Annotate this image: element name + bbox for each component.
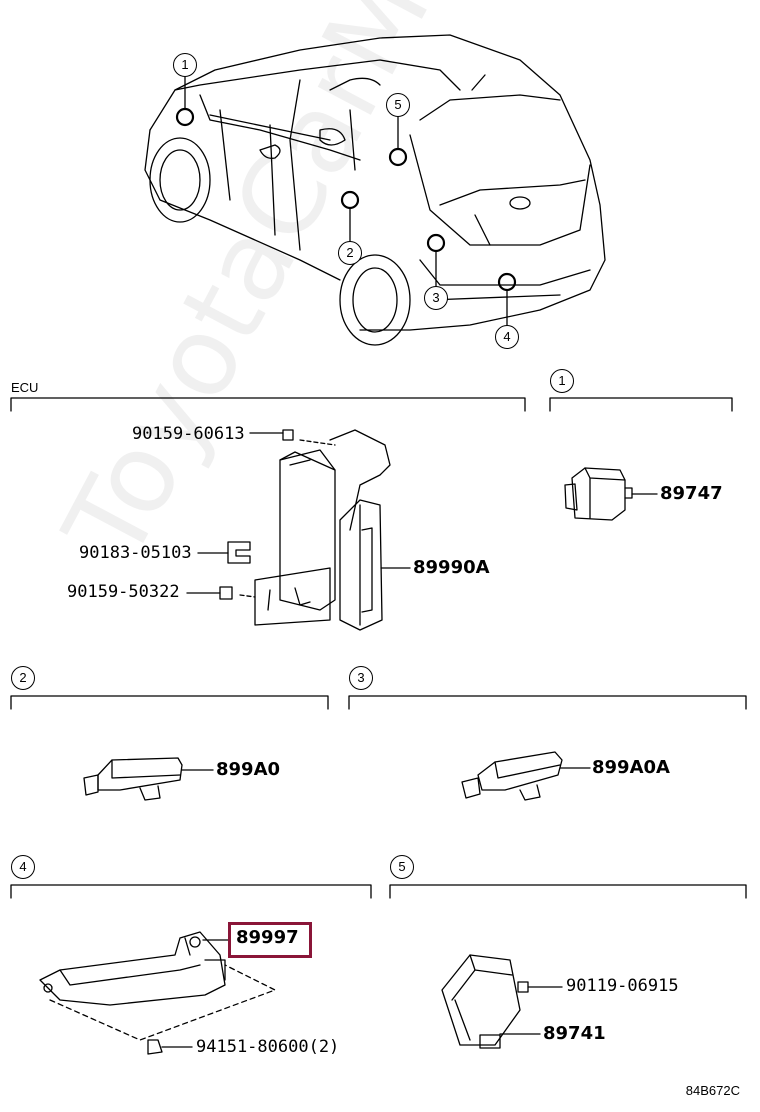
section-5-callout: 5: [390, 855, 414, 879]
oscillator-2-drawing: [83, 757, 183, 801]
part-number-89741[interactable]: 89741: [543, 1023, 606, 1044]
part-number-90183-05103[interactable]: 90183-05103: [79, 543, 192, 563]
vehicle-callout-4[interactable]: 4: [495, 325, 519, 349]
vehicle-callout-1[interactable]: 1: [173, 53, 197, 77]
vehicle-callout-3[interactable]: 3: [424, 286, 448, 310]
ecu-section-label: ECU: [11, 380, 39, 395]
part-number-89747[interactable]: 89747: [660, 483, 723, 504]
part-number-89990A[interactable]: 89990A: [413, 557, 490, 578]
diagram-code: 84B672C: [685, 1083, 740, 1098]
oscillator-3-drawing: [461, 751, 563, 801]
antenna-amplifier-drawing: [564, 467, 633, 521]
part-number-899A0A[interactable]: 899A0A: [592, 757, 670, 778]
part-number-89997[interactable]: 89997: [236, 927, 299, 948]
vehicle-illustration: [144, 34, 606, 346]
section-4-callout: 4: [11, 855, 35, 879]
ecu-5-drawing: [441, 954, 529, 1049]
vehicle-callout-2[interactable]: 2: [338, 241, 362, 265]
vehicle-callout-5[interactable]: 5: [386, 93, 410, 117]
section-1-callout: 1: [550, 369, 574, 393]
part-number-90159-50322[interactable]: 90159-50322: [67, 582, 180, 602]
section-2-callout: 2: [11, 666, 35, 690]
part-number-94151-80600[interactable]: 94151-80600(2): [196, 1037, 340, 1057]
highlighted-part-box: [228, 922, 312, 958]
part-number-90159-60613[interactable]: 90159-60613: [132, 424, 245, 444]
oscillator-4-drawing: [39, 931, 276, 1055]
section-3-callout: 3: [349, 666, 373, 690]
part-number-90119-06915[interactable]: 90119-06915: [566, 976, 679, 996]
part-number-899A0[interactable]: 899A0: [216, 759, 281, 780]
ecu-assembly-drawing: [219, 429, 391, 631]
